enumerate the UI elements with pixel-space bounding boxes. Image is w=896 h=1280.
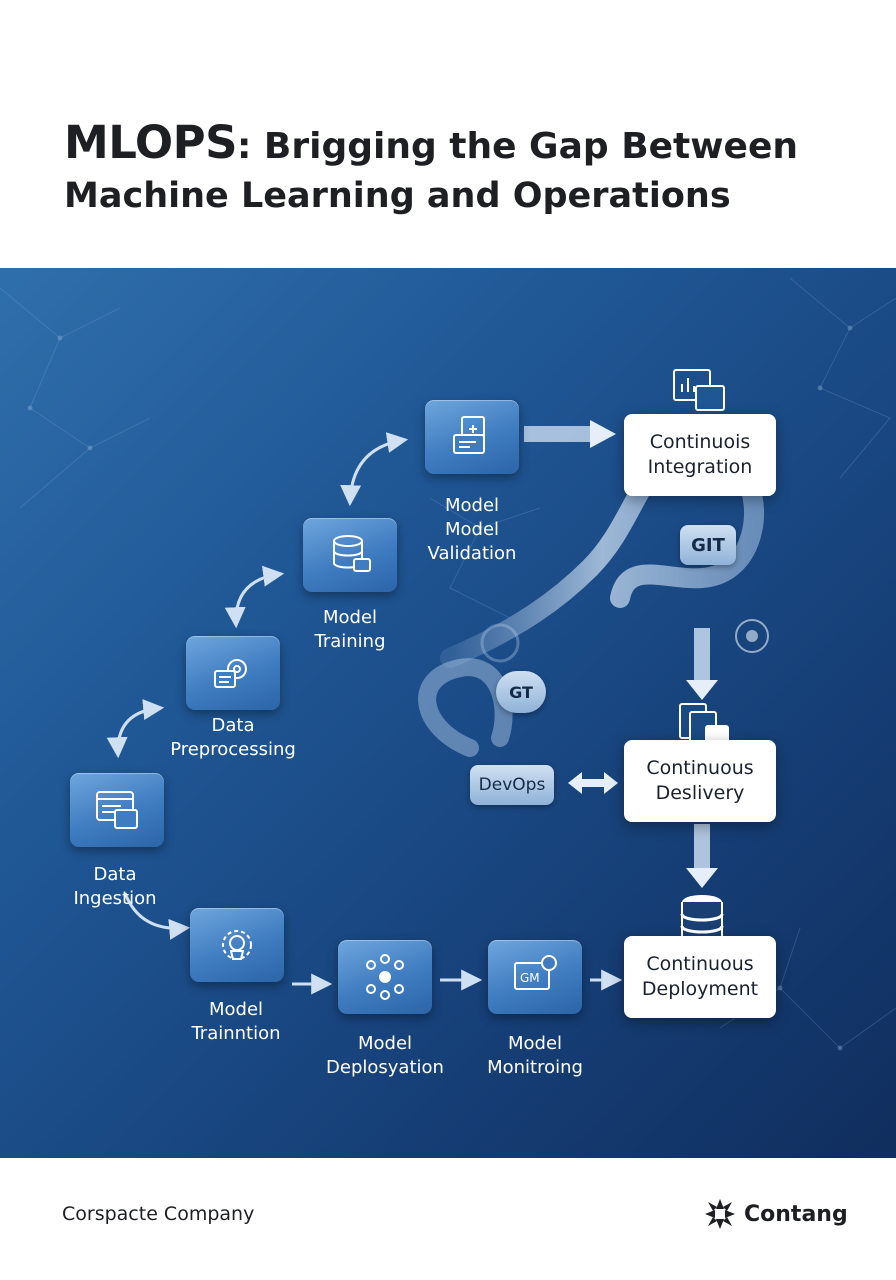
devops-badge[interactable]: DevOps — [470, 765, 554, 805]
model-monitoring-label: Model Monitroing — [487, 1033, 583, 1078]
model-trainntion-tile[interactable] — [190, 908, 284, 982]
git-badge-mid[interactable]: GT — [496, 671, 546, 713]
data-preprocessing-label: Data Preprocessing — [170, 715, 296, 760]
git-badge-top[interactable]: GIT — [680, 525, 736, 565]
model-monitoring-tile[interactable]: GM — [488, 940, 582, 1014]
title-lead: MLOPS — [64, 116, 238, 169]
brain-gear-icon — [222, 930, 252, 960]
database-cylinder-icon — [333, 535, 371, 572]
model-deployment-label: Model Deplosyation — [326, 1033, 444, 1078]
pipeline-diagram: Data Ingestion Data Preprocessing Model … — [0, 268, 896, 1158]
ci-to-delivery-arrow — [694, 628, 710, 682]
document-plus-icon — [453, 416, 485, 454]
company-name: Corspacte Company — [62, 1203, 255, 1225]
brand-name: Contang — [744, 1201, 848, 1227]
dashboard-icon — [673, 369, 725, 411]
monitor-chart-icon: GM — [514, 955, 557, 990]
network-nodes-icon — [366, 954, 404, 1000]
continuous-deployment-box[interactable]: Continuous Deployment — [624, 936, 776, 1018]
gear-document-icon — [214, 659, 247, 688]
data-ingestion-tile[interactable] — [70, 773, 164, 847]
title-rest: : Brigging the Gap Between — [237, 126, 798, 167]
continuous-delivery-box[interactable]: Continuous Deslivery — [624, 740, 776, 822]
continuous-integration-box[interactable]: Continuois Integration — [624, 414, 776, 496]
brand-logo-icon — [705, 1199, 735, 1229]
title-line-2: Machine Learning and Operations — [64, 176, 731, 216]
brand-logo[interactable]: Contang — [704, 1198, 848, 1230]
model-validation-label: Model Model Validation — [427, 495, 517, 564]
network-pattern — [0, 277, 896, 1049]
bottom-row-arrows — [292, 969, 623, 995]
model-validation-tile[interactable] — [425, 400, 519, 474]
data-preprocessing-tile[interactable] — [186, 636, 280, 710]
page-title: MLOPS: Brigging the Gap Between Machine … — [64, 118, 854, 220]
delivery-to-deployment-arrow — [694, 824, 710, 870]
ingestion-to-training-arrow — [123, 892, 191, 940]
browser-window-icon — [96, 791, 138, 829]
stage-connectors — [106, 432, 409, 759]
model-training-label: Model Training — [314, 607, 386, 652]
monitor-icon-text: GM — [520, 971, 540, 985]
data-ingestion-label: Data Ingestion — [73, 864, 157, 909]
model-training-tile[interactable] — [303, 518, 397, 592]
model-trainntion-label: Model Trainntion — [191, 999, 281, 1044]
database-stack-icon — [680, 895, 724, 947]
model-deployment-tile[interactable] — [338, 940, 432, 1014]
